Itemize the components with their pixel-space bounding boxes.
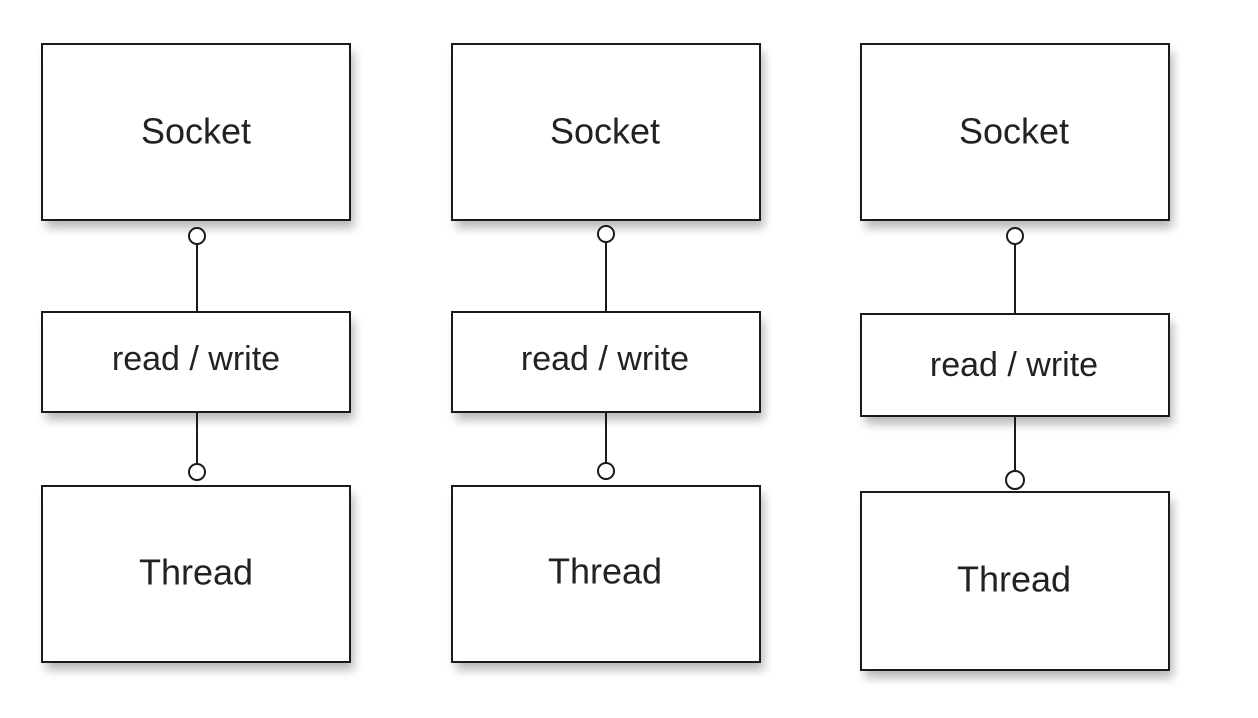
thread-label: Thread bbox=[548, 551, 662, 592]
read-write-label: read / write bbox=[521, 340, 689, 378]
thread-box: Thread bbox=[41, 485, 351, 663]
socket-box: Socket bbox=[451, 43, 761, 221]
read-write-box: read / write bbox=[451, 311, 761, 413]
socket-box: Socket bbox=[41, 43, 351, 221]
read-write-label: read / write bbox=[112, 340, 280, 378]
thread-box: Thread bbox=[860, 491, 1170, 671]
socket-label: Socket bbox=[141, 111, 251, 152]
socket-box: Socket bbox=[860, 43, 1170, 221]
column-3: Socket read / write Thread bbox=[860, 43, 1173, 678]
read-write-box: read / write bbox=[860, 313, 1170, 417]
column-2: Socket read / write Thread bbox=[451, 43, 764, 670]
socket-port bbox=[188, 227, 206, 245]
thread-label: Thread bbox=[957, 559, 1071, 600]
socket-port bbox=[597, 225, 615, 243]
thread-port bbox=[188, 463, 206, 481]
column-1: Socket read / write Thread bbox=[41, 43, 354, 670]
read-write-label: read / write bbox=[930, 346, 1098, 384]
read-write-box: read / write bbox=[41, 311, 351, 413]
socket-label: Socket bbox=[550, 111, 660, 152]
thread-port bbox=[1005, 470, 1025, 490]
socket-label: Socket bbox=[959, 111, 1069, 152]
thread-port bbox=[597, 462, 615, 480]
socket-port bbox=[1006, 227, 1024, 245]
thread-box: Thread bbox=[451, 485, 761, 663]
thread-label: Thread bbox=[139, 552, 253, 593]
